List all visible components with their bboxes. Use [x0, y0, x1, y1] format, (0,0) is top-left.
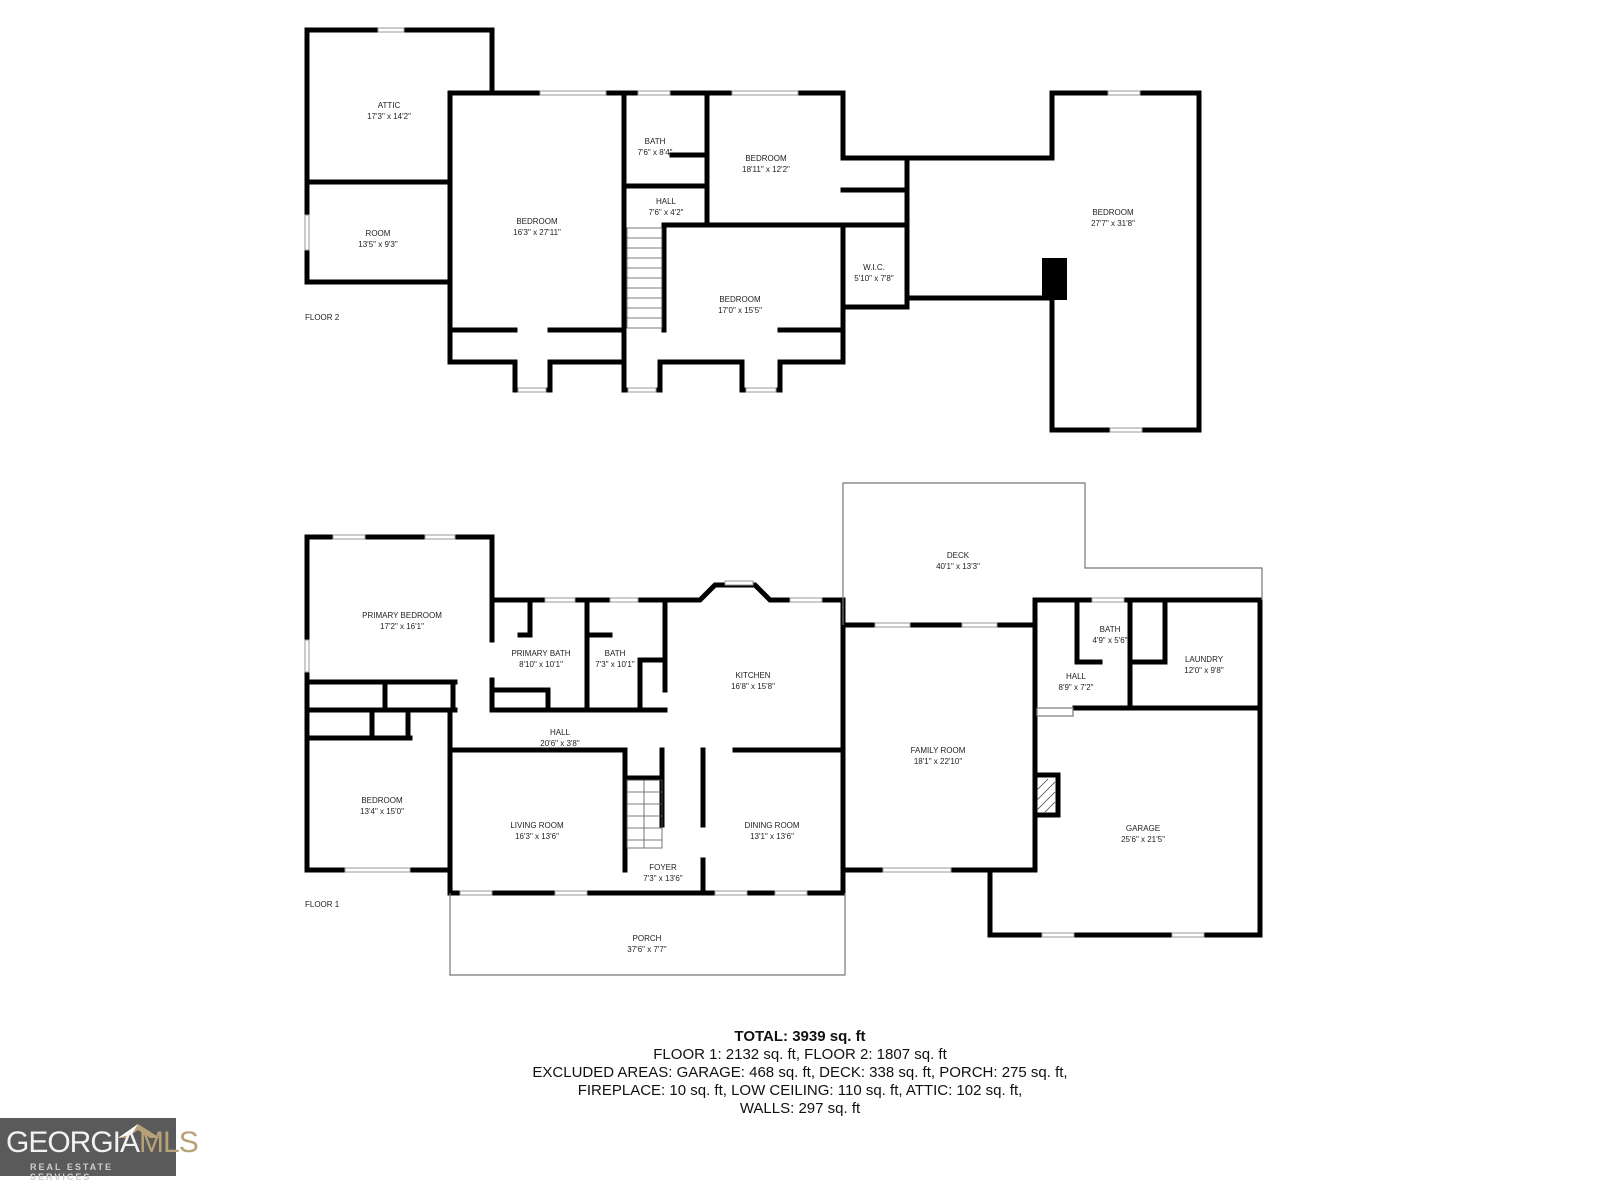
room-dims: 20'6" x 3'8"	[540, 739, 580, 748]
walls-area: WALLS: 297 sq. ft	[739, 1100, 861, 1117]
excluded-areas-2: FIREPLACE: 10 sq. ft, LOW CEILING: 110 s…	[577, 1082, 1023, 1099]
excluded-areas-1: EXCLUDED AREAS: GARAGE: 468 sq. ft, DECK…	[532, 1064, 1068, 1081]
floor2-stairs	[626, 227, 663, 329]
room-dims: 13'4" x 15'0"	[360, 807, 404, 816]
room-dims: 13'1" x 13'6"	[750, 832, 794, 841]
room-name: BEDROOM	[1092, 208, 1134, 217]
logo-subtitle: REAL ESTATE SERVICES	[30, 1162, 114, 1182]
room-name: BATH	[1100, 625, 1121, 634]
room-dims: 25'6" x 21'5"	[1121, 835, 1165, 844]
room-name: ATTIC	[378, 101, 401, 110]
room-dims: 7'6" x 4'2"	[649, 208, 684, 217]
room-name: BEDROOM	[361, 796, 403, 805]
room-dims: 13'5" x 9'3"	[358, 240, 398, 249]
room-name: ROOM	[366, 229, 391, 238]
room-dims: 27'7" x 31'8"	[1091, 219, 1135, 228]
room-name: DINING ROOM	[744, 821, 799, 830]
room-dims: 17'3" x 14'2"	[367, 112, 411, 121]
room-dims: 17'2" x 16'1"	[380, 622, 424, 631]
georgia-mls-logo: GEORGIAMLS REAL ESTATE SERVICES	[0, 1118, 199, 1182]
room-dims: 16'3" x 13'6"	[515, 832, 559, 841]
room-name: W.I.C.	[863, 263, 885, 272]
room-name: HALL	[550, 728, 571, 737]
room-name: PRIMARY BEDROOM	[362, 611, 442, 620]
room-name: PORCH	[633, 934, 662, 943]
room-name: BATH	[605, 649, 626, 658]
room-name: BATH	[645, 137, 666, 146]
floor2-walls	[304, 27, 1202, 433]
room-name: LAUNDRY	[1185, 655, 1224, 664]
floor1-stairs	[626, 779, 663, 849]
room-dims: 7'6" x 8'4"	[638, 148, 673, 157]
room-name: BEDROOM	[516, 217, 558, 226]
chimney	[1042, 258, 1067, 300]
room-dims: 4'9" x 5'6"	[1093, 636, 1128, 645]
floor-areas: FLOOR 1: 2132 sq. ft, FLOOR 2: 1807 sq. …	[653, 1046, 947, 1063]
room-dims: 16'8" x 15'8"	[731, 682, 775, 691]
room-dims: 40'1" x 13'3"	[936, 562, 980, 571]
room-name: FAMILY ROOM	[911, 746, 966, 755]
logo-text-mls: MLS	[139, 1126, 199, 1159]
total-area: TOTAL: 3939 sq. ft	[734, 1028, 866, 1045]
room-dims: 7'3" x 10'1"	[595, 660, 635, 669]
room-dims: 8'9" x 7'2"	[1059, 683, 1094, 692]
room-dims: 8'10" x 10'1"	[519, 660, 563, 669]
fireplace-hatch	[1036, 778, 1056, 813]
room-dims: 18'1" x 22'10"	[914, 757, 962, 766]
logo-text-georgia: GEORGIA	[6, 1126, 140, 1159]
room-dims: 16'3" x 27'11"	[513, 228, 561, 237]
room-name: DECK	[947, 551, 970, 560]
room-dims: 12'0" x 9'8"	[1184, 666, 1224, 675]
room-dims: 37'6" x 7'7"	[627, 945, 667, 954]
room-name: PRIMARY BATH	[511, 649, 570, 658]
room-name: BEDROOM	[745, 154, 787, 163]
room-name: KITCHEN	[735, 671, 770, 680]
room-name: FOYER	[649, 863, 677, 872]
floor1-label: FLOOR 1	[305, 900, 340, 909]
room-name: HALL	[1066, 672, 1087, 681]
area-summary: TOTAL: 3939 sq. ft FLOOR 1: 2132 sq. ft,…	[0, 1028, 1600, 1118]
room-dims: 17'0" x 15'5"	[718, 306, 762, 315]
room-name: HALL	[656, 197, 677, 206]
roof-icon	[118, 1124, 160, 1138]
deck-outline	[842, 482, 1263, 625]
porch-outline	[449, 893, 846, 976]
room-dims: 7'3" x 13'6"	[643, 874, 683, 883]
room-dims: 5'10" x 7'8"	[854, 274, 894, 283]
floor2-labels: FLOOR 2 ATTIC 17'3" x 14'2" ROOM 13'5" x…	[305, 101, 1135, 322]
room-name: GARAGE	[1126, 824, 1160, 833]
floor1-walls	[304, 482, 1263, 976]
room-name: BEDROOM	[719, 295, 761, 304]
floor2-label: FLOOR 2	[305, 313, 340, 322]
floor1-labels: FLOOR 1 PRIMARY BEDROOM 17'2" x 16'1" PR…	[305, 551, 1224, 954]
logo-wordmark: GEORGIAMLS	[6, 1126, 199, 1160]
room-dims: 18'11" x 12'2"	[742, 165, 790, 174]
room-name: LIVING ROOM	[510, 821, 564, 830]
